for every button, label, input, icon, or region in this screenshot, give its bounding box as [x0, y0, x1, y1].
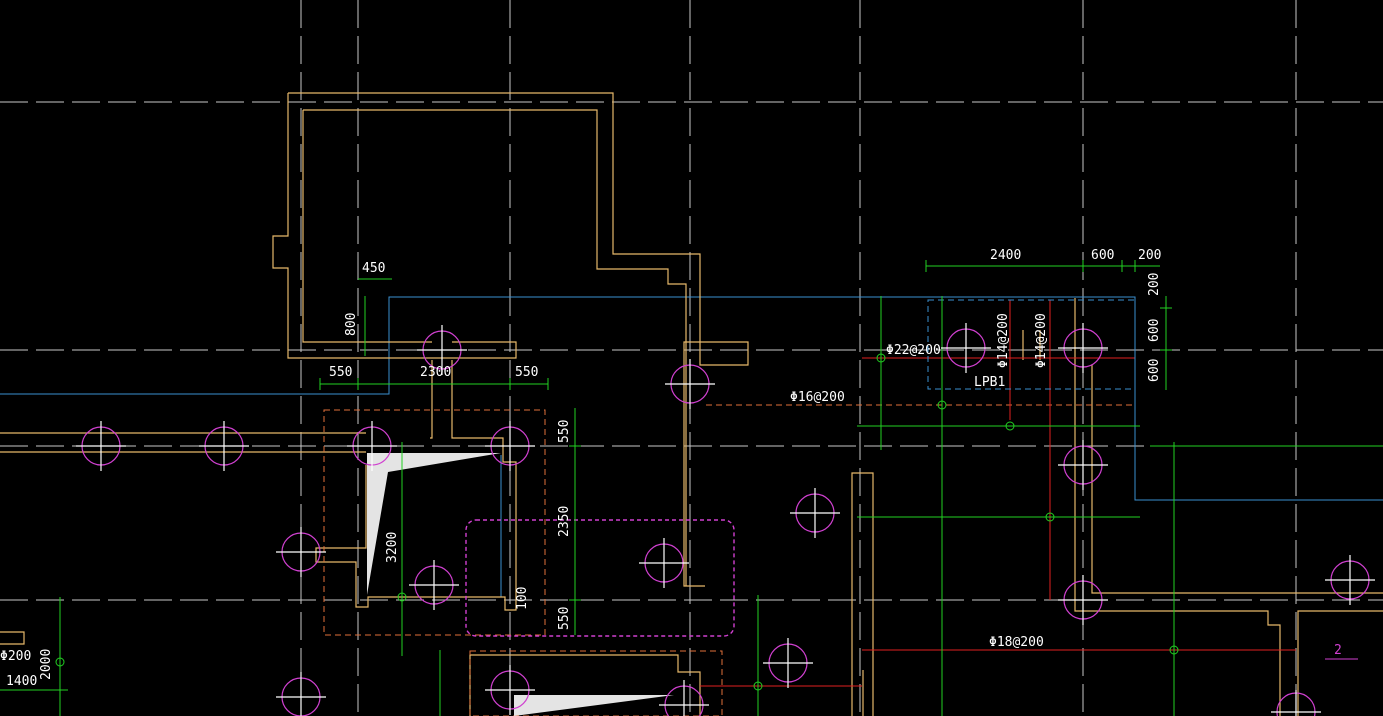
- dim-text-200-vertical: 200: [1147, 273, 1162, 296]
- blue-boundary-lines: [0, 296, 1383, 597]
- dim-text-550-right: 550: [515, 365, 538, 380]
- wall-lower-right-inner: [1091, 365, 1383, 594]
- wall-lower-right: [1074, 298, 1281, 716]
- pile-symbol[interactable]: [276, 527, 326, 577]
- pile-symbol[interactable]: [347, 421, 397, 471]
- pile-symbol[interactable]: [1058, 575, 1108, 625]
- dashed-boundaries: [323, 404, 1135, 716]
- pile-symbol[interactable]: [763, 638, 813, 688]
- rebar-annotations: Φ22@200 Φ16@200 Φ14@200 Φ14@200 Φ18@200 …: [0, 313, 1049, 664]
- grid-marker: [753, 681, 763, 691]
- dim-text-100: 100: [515, 587, 530, 610]
- dimension-lines: [0, 260, 1383, 716]
- grid-marker: [1169, 645, 1179, 655]
- grid-marker: [876, 353, 886, 363]
- wall-left-tab: [0, 631, 25, 645]
- pile-symbol[interactable]: [1271, 690, 1321, 716]
- dashed-pit-boundary: [323, 409, 546, 636]
- section-number-2[interactable]: 2: [1334, 643, 1342, 658]
- pile-symbol[interactable]: [665, 359, 715, 409]
- dim-text-3200: 3200: [385, 532, 400, 563]
- pile-symbol[interactable]: [1325, 555, 1375, 605]
- piles: [76, 323, 1375, 716]
- pile-symbol[interactable]: [485, 421, 535, 471]
- dim-text-200-horizontal: 200: [1138, 248, 1161, 263]
- wall-column-right: [851, 472, 874, 716]
- pile-symbol[interactable]: [417, 325, 467, 375]
- rebar-label-phi16: Φ16@200: [790, 390, 845, 405]
- dimension-texts: 450 800 550 2300 550 550 2350 550 3200 1…: [6, 248, 1162, 689]
- grid-marker: [1045, 512, 1055, 522]
- wall-inner-left: [302, 110, 432, 343]
- pile-symbol[interactable]: [409, 560, 459, 610]
- dim-text-550-vertical-bottom: 550: [557, 607, 572, 630]
- dim-text-600-horizontal: 600: [1091, 248, 1114, 263]
- stair-fill-triangle: [367, 453, 501, 595]
- dim-text-2400: 2400: [990, 248, 1021, 263]
- rebar-label-phi22: Φ22@200: [886, 343, 941, 358]
- rebar-label-phi14-b: Φ14@200: [1034, 313, 1049, 368]
- filled-triangles: [367, 453, 674, 716]
- dim-text-600-vertical-bottom: 600: [1147, 359, 1162, 382]
- wall-stair-outline: [430, 360, 433, 439]
- grid-marker: [1005, 421, 1015, 431]
- pile-symbol[interactable]: [1058, 440, 1108, 490]
- stair-fill-triangle-lower: [514, 695, 674, 716]
- rebar-label-phi-left: Φ200: [0, 649, 31, 664]
- wall-inner-top-room: [303, 109, 687, 586]
- pile-symbol[interactable]: [276, 672, 326, 716]
- dim-text-800: 800: [344, 313, 359, 336]
- rebar-label-phi14-a: Φ14@200: [996, 313, 1011, 368]
- wall-outer-top-room: [288, 92, 749, 587]
- dim-text-2000: 2000: [39, 649, 54, 680]
- pile-symbol[interactable]: [941, 323, 991, 373]
- label-lpb1[interactable]: LPB1: [974, 375, 1005, 390]
- red-rebar-lines: [700, 300, 1296, 687]
- dim-text-600-vertical-top: 600: [1147, 319, 1162, 342]
- grid-marker: [55, 657, 65, 667]
- pile-symbol[interactable]: [199, 421, 249, 471]
- lpb1-boundary[interactable]: [927, 299, 1136, 390]
- dim-text-550-left: 550: [329, 365, 352, 380]
- wall-right-step: [1297, 610, 1383, 716]
- wall-bottom-left: [469, 654, 701, 716]
- dim-text-550-vertical-top: 550: [557, 420, 572, 443]
- grid-marker: [937, 400, 947, 410]
- pile-symbol[interactable]: [76, 421, 126, 471]
- pile-symbol[interactable]: [639, 538, 689, 588]
- grid-markers: [55, 353, 1179, 691]
- pile-symbol[interactable]: [659, 680, 709, 716]
- dim-text-2300: 2300: [420, 365, 451, 380]
- rebar-label-phi18: Φ18@200: [989, 635, 1044, 650]
- dim-text-2350: 2350: [557, 506, 572, 537]
- blue-boundary-line: [0, 296, 1383, 501]
- dim-text-1400: 1400: [6, 674, 37, 689]
- wall-middle-box: [315, 360, 517, 611]
- pile-symbol[interactable]: [790, 488, 840, 538]
- pile-symbol[interactable]: [1058, 323, 1108, 373]
- pile-symbol[interactable]: [485, 665, 535, 715]
- wall-outer-left: [272, 93, 517, 359]
- dashed-pit-boundary-lower: [469, 650, 723, 716]
- revision-cloud[interactable]: [465, 519, 735, 637]
- grid-marker: [397, 592, 407, 602]
- dim-text-450: 450: [362, 261, 385, 276]
- wall-outlines: [0, 92, 1383, 716]
